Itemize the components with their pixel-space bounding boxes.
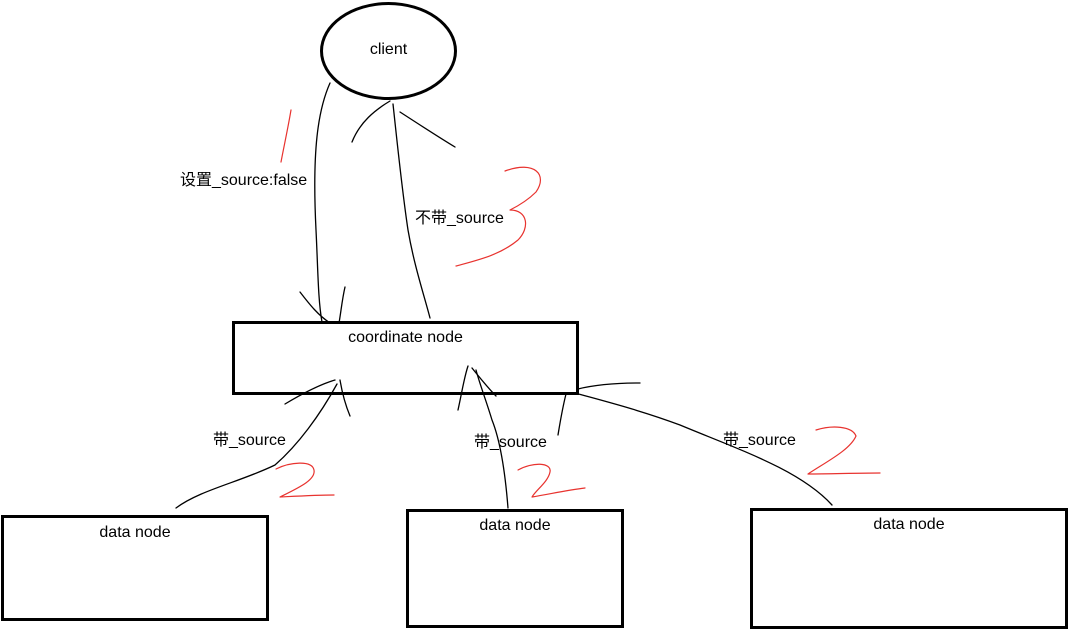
data-node-left-label: data node: [99, 524, 171, 541]
edge-data-right-to-coordinate: [557, 382, 833, 506]
coordinate-node-label: coordinate node: [348, 329, 463, 346]
step-three-mark: [455, 166, 541, 267]
edge-label-coordinate-to-client: 不带_source: [415, 210, 504, 227]
edge-data-left-to-coordinate: [175, 379, 351, 509]
step-two-middle-mark: [517, 463, 586, 498]
step-two-left-mark: [275, 462, 335, 498]
data-node-right: data node: [750, 508, 1068, 629]
edge-label-data-right: 带_source: [723, 432, 796, 449]
edge-label-data-left: 带_source: [213, 432, 286, 449]
data-node-left: data node: [1, 515, 269, 621]
coordinate-node: coordinate node: [232, 321, 579, 395]
data-node-right-label: data node: [873, 516, 945, 533]
data-node-middle-label: data node: [479, 517, 551, 534]
edge-coordinate-to-client: [351, 100, 456, 319]
edge-label-data-middle: 带_source: [474, 434, 547, 451]
data-node-middle: data node: [406, 509, 624, 628]
client-node-label: client: [369, 41, 408, 58]
edge-label-client-to-coordinate: 设置_source:false: [180, 172, 308, 189]
step-one-mark: [280, 109, 292, 163]
edge-client-to-coordinate: [299, 82, 346, 324]
step-two-right-mark: [807, 426, 881, 475]
client-node: client: [320, 2, 457, 100]
